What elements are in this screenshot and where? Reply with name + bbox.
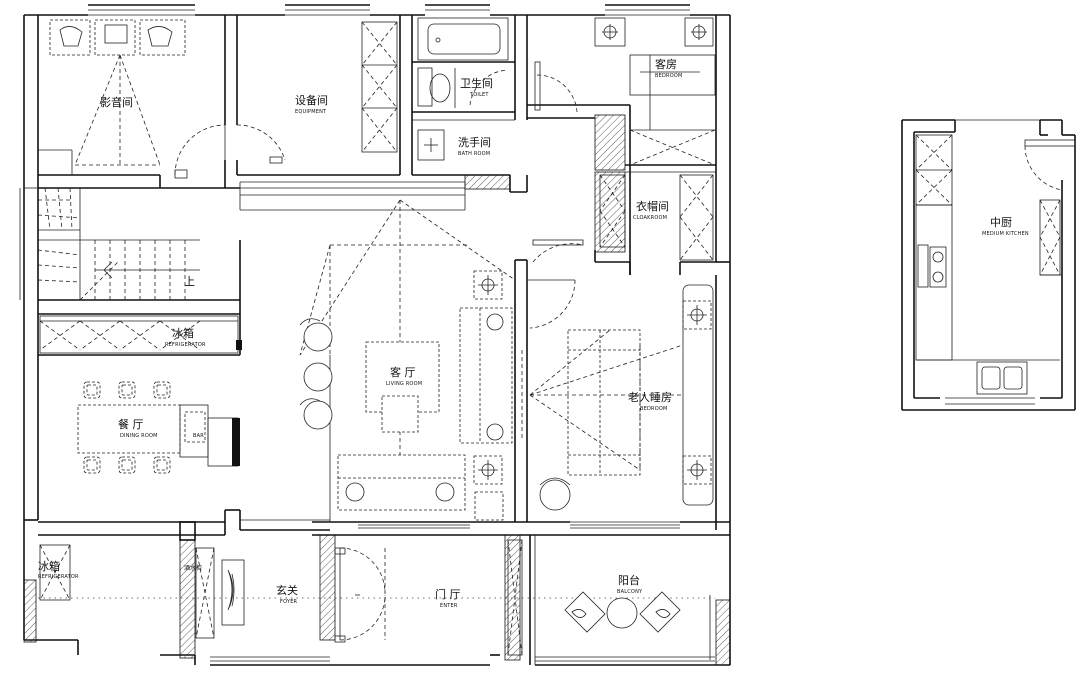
stairs-up-label: 上 [184, 275, 195, 288]
room-label-toilet: 卫生间 [460, 76, 493, 90]
room-label-cloakroom: 衣帽间 [636, 199, 669, 213]
elder-bedroom: 老人睡房 BEDROOM [529, 284, 714, 511]
staircase: 上 [37, 187, 200, 301]
room-label-guest-bedroom-en: BEDROOM [655, 73, 683, 79]
outer-walls [23, 4, 731, 666]
balcony: 阳台 BALCONY [564, 573, 711, 660]
room-label-enter: 门 厅 [435, 587, 461, 601]
interior-walls [23, 15, 731, 666]
room-label-refrigerator-bottom-en: REFRIGERATOR [38, 574, 79, 580]
foyer-zone: 冰箱 REFRIGERATOR 酒水柜 玄关 FOYER 门 厅 ENTER [38, 539, 715, 656]
equipment-room: 设备间 EQUIPMENT [295, 21, 398, 153]
room-label-toilet-en: TOILET [469, 92, 489, 98]
cloakroom: 衣帽间 CLOAKROOM [532, 174, 714, 263]
windows [19, 9, 715, 662]
room-label-elder-bedroom: 老人睡房 [628, 391, 672, 404]
refrigerator-cabinet: 冰箱 REFRIGERATOR [39, 315, 242, 354]
room-label-theater: 影音间 [100, 95, 133, 109]
room-label-enter-en: ENTER [440, 603, 458, 609]
room-label-cloakroom-en: CLOAKROOM [633, 215, 667, 221]
room-label-guest-bedroom: 客房 [655, 57, 677, 71]
room-label-dining-en: DINING ROOM [120, 433, 158, 439]
room-label-medium-kitchen-en: MEDIUM KITCHEN [982, 231, 1029, 237]
room-label-refrigerator-top-en: REFRIGERATOR [165, 342, 206, 348]
room-label-bar: BAR [193, 433, 204, 439]
room-label-living: 客 厅 [390, 365, 416, 379]
room-label-refrigerator-bottom: 冰箱 [38, 559, 60, 573]
room-label-refrigerator-top: 冰箱 [172, 326, 194, 340]
room-label-medium-kitchen: 中厨 [990, 216, 1012, 229]
dining-room: 餐 厅 DINING ROOM BAR [77, 381, 240, 474]
room-label-bathroom: 洗手间 [458, 135, 491, 149]
medium-kitchen-plan: 中厨 MEDIUM KITCHEN [901, 119, 1076, 411]
room-label-equipment-en: EQUIPMENT [295, 109, 327, 115]
room-label-balcony-en: BALCONY [617, 589, 643, 595]
room-label-dining: 餐 厅 [118, 417, 144, 431]
room-label-equipment: 设备间 [295, 93, 328, 107]
room-label-living-en: LIVING ROOM [386, 381, 422, 387]
guest-bedroom: 客房 BEDROOM [534, 17, 716, 166]
room-label-wine-cabinet: 酒水柜 [184, 564, 202, 572]
theater-room: 影音间 [38, 19, 286, 179]
living-room: 客 厅 LIVING ROOM [299, 199, 576, 521]
room-label-foyer-en: FOYER [280, 599, 298, 605]
toilet-bath: 卫生间 TOILET 洗手间 BATH ROOM [417, 17, 509, 161]
room-label-bathroom-en: BATH ROOM [458, 151, 490, 157]
room-label-foyer: 玄关 [276, 583, 298, 597]
room-label-balcony: 阳台 [618, 573, 640, 587]
room-label-elder-bedroom-en: BEDROOM [640, 406, 668, 412]
